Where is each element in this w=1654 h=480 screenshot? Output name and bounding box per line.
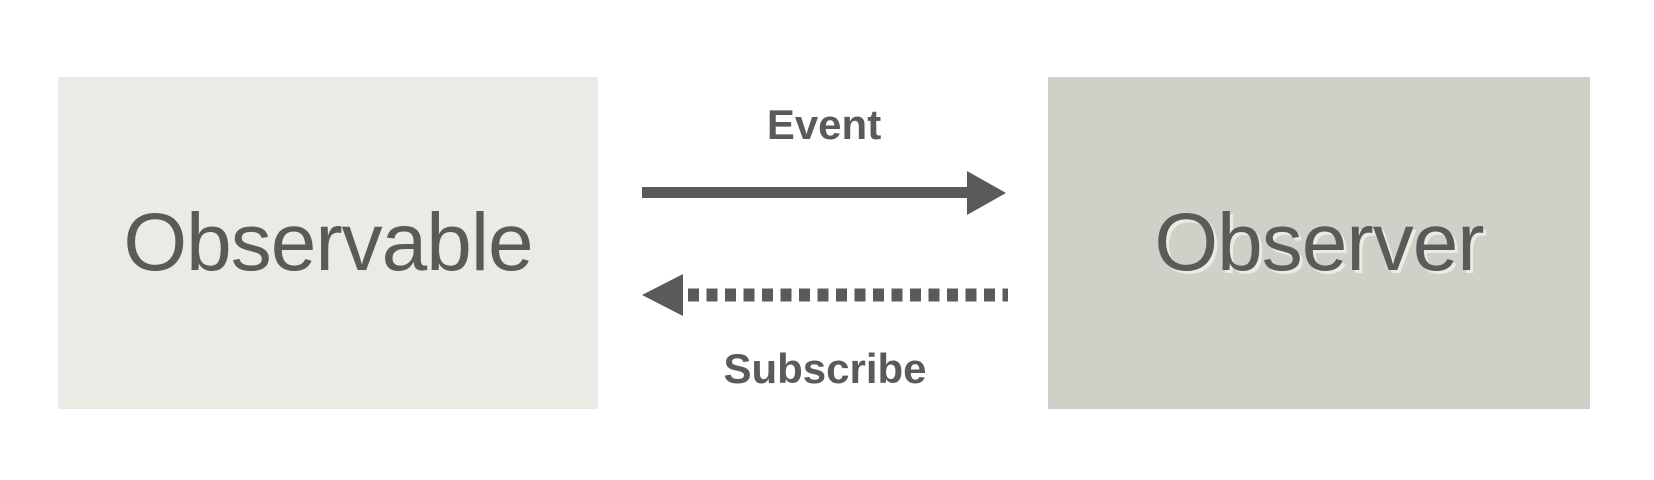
- node-observer-label: Observer: [1154, 197, 1484, 288]
- node-observable-label: Observable: [123, 197, 533, 288]
- edge-subscribe-label: Subscribe: [723, 345, 927, 392]
- edge-event-label: Event: [766, 101, 882, 148]
- event-arrowhead-icon: [967, 171, 1006, 215]
- node-observer: Observer: [1048, 77, 1590, 409]
- subscribe-arrowhead-icon: [642, 274, 683, 316]
- event-arrow-line: [642, 187, 972, 198]
- subscribe-arrow: [642, 274, 1008, 316]
- node-observable: Observable: [58, 77, 598, 409]
- event-arrow: [642, 171, 1006, 215]
